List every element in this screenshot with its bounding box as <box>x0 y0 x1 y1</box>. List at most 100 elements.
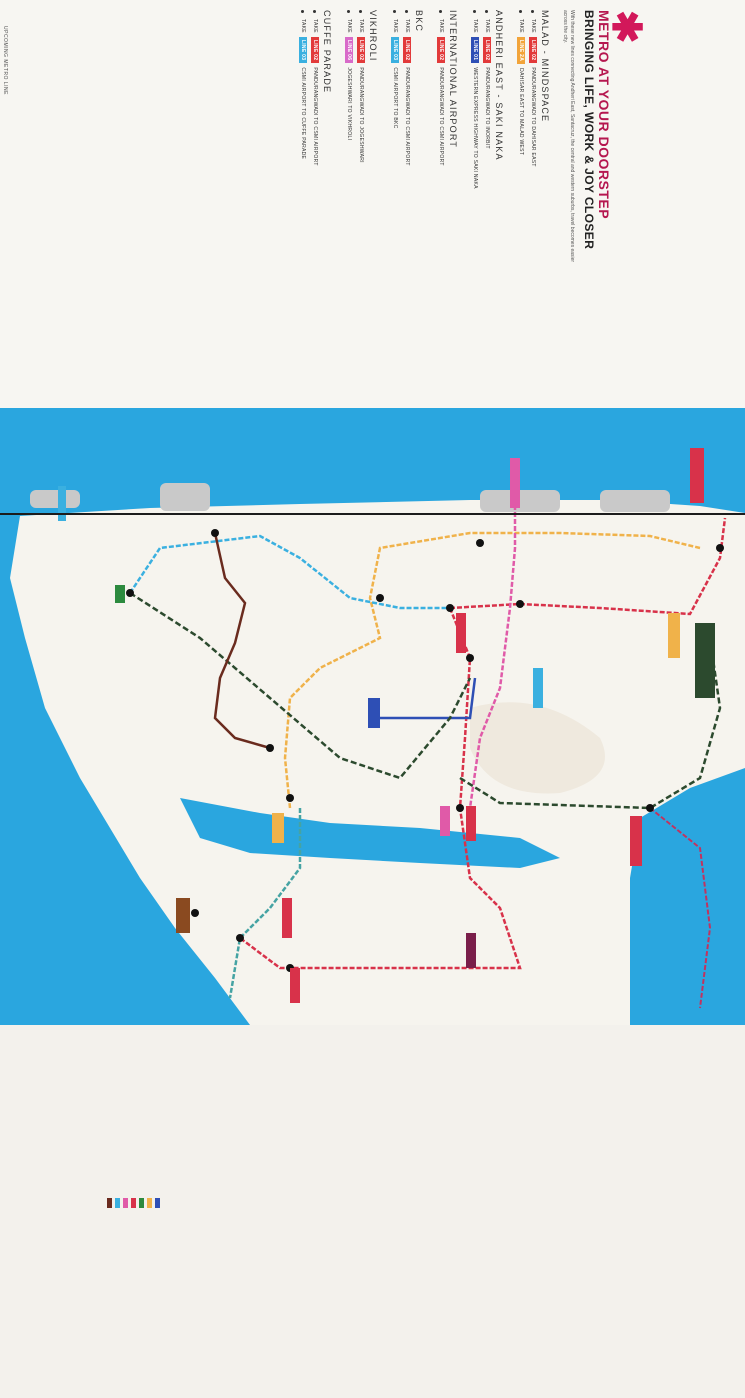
line-green-dark-east <box>459 637 722 810</box>
route-row: TAKE LINE 02 PANDURANGWADI TO CSMI AIRPORT <box>401 10 413 400</box>
take-label: TAKE <box>518 19 524 33</box>
destination-title: INTERNATIONAL AIRPORT <box>448 10 458 149</box>
destination-title: BKC <box>414 10 424 33</box>
legend-row <box>114 1198 122 1398</box>
take-label: TAKE <box>438 19 444 33</box>
route-row: TAKE LINE 06 JOGESHWARI TO VIKHROLI <box>343 10 355 400</box>
legend-row <box>138 1198 146 1398</box>
destination-block: ANDHERI EAST - SAKI NAKA TAKE LINE 02 PANDU… <box>469 10 505 400</box>
route-text: JOGESHWARI TO VIKHROLI <box>346 67 352 141</box>
station-dot <box>376 594 384 602</box>
station-dot <box>286 794 294 802</box>
route-text: PANDURANGWADI TO CSMI AIRPORT <box>312 67 318 166</box>
take-label: TAKE <box>472 19 478 33</box>
grey-block-4 <box>30 490 80 508</box>
bullet-icon <box>439 10 443 13</box>
station-tag-red-6 <box>290 968 300 1003</box>
grey-block-3 <box>600 490 670 512</box>
destination-title: MALAD - MINDSPACE <box>540 10 550 123</box>
station-tag-red-4 <box>630 816 642 866</box>
bullet-icon <box>301 10 305 13</box>
station-tag-red-3 <box>466 806 476 841</box>
station-tag-darkgreen <box>695 623 715 698</box>
take-label: TAKE <box>358 19 364 33</box>
station-dot <box>236 934 244 942</box>
station-tag-blue <box>368 698 380 728</box>
legend-row <box>146 1198 154 1398</box>
legend-row <box>106 1198 114 1398</box>
intro-text: With these new lines connecting Andheri … <box>562 10 575 263</box>
bullet-icon <box>359 10 363 13</box>
line-badge: LINE 06 <box>345 36 353 64</box>
destination-block: INTERNATIONAL AIRPORT TAKE LINE 02 PANDURAN… <box>435 10 459 400</box>
station-tag-orange-2 <box>272 813 284 843</box>
station-dot <box>516 600 524 608</box>
legend-chip <box>139 1198 145 1208</box>
legend-row <box>154 1198 162 1398</box>
station-dot <box>476 539 484 547</box>
route-row: TAKE LINE 02 PANDURANGWADI TO CSMI AIRPORT <box>435 10 447 400</box>
take-label: TAKE <box>484 19 490 33</box>
route-text: PANDURANGWADI TO INORBIT <box>484 67 490 149</box>
route-text: CSMI AIRPORT TO CUFFE PARADE <box>300 67 306 160</box>
line-badge: LINE 2A <box>517 36 525 65</box>
info-panel-content: ✱ METRO AT YOUR DOORSTEP BRINGING LIFE, … <box>297 10 648 400</box>
station-tag-green <box>115 585 125 603</box>
station-dot <box>716 544 724 552</box>
take-label: TAKE <box>300 19 306 33</box>
side-note: UPCOMING METRO LINE <box>2 26 8 95</box>
line-cyan <box>128 534 450 610</box>
line-badge: LINE 02 <box>311 36 319 64</box>
grey-block-1 <box>160 483 210 511</box>
metro-map-svg <box>0 408 745 1025</box>
route-text: PANDURANGWADI TO CSMI AIRPORT <box>438 67 444 166</box>
park-area <box>470 702 605 794</box>
line-red-south <box>239 607 522 970</box>
route-text: DAHISAR EAST TO MALAD WEST <box>518 68 524 156</box>
bullet-icon <box>393 10 397 13</box>
station-tag-red-2 <box>456 613 466 653</box>
line-badge: LINE 02 <box>483 36 491 64</box>
bullet-icon <box>313 10 317 13</box>
legend-content <box>106 1198 162 1398</box>
route-row: TAKE LINE 02 PANDURANGWADI TO INORBIT <box>481 10 493 400</box>
station-tag-orange <box>668 613 680 658</box>
line-blue <box>380 677 477 720</box>
line-badge: LINE 01 <box>471 36 479 64</box>
bullet-icon <box>347 10 351 13</box>
route-text: PANDURANGWADI TO CSMI AIRPORT <box>404 67 410 166</box>
station-dot <box>466 654 474 662</box>
station-dot <box>446 604 454 612</box>
line-teal <box>228 808 302 999</box>
destination-block: BKC TAKE LINE 02 PANDURANGWADI TO CSMI AIRP… <box>389 10 425 400</box>
route-text: CSMI AIRPORT TO BKC <box>392 67 398 129</box>
line-orange <box>283 531 701 809</box>
take-label: TAKE <box>404 19 410 33</box>
bullet-icon <box>519 10 523 13</box>
line-badge: LINE 02 <box>437 36 445 64</box>
legend-chip <box>155 1198 161 1208</box>
destination-title: VIKHROLI <box>368 10 378 62</box>
station-tag-pink-2 <box>440 806 450 836</box>
info-panel: ✱ METRO AT YOUR DOORSTEP BRINGING LIFE, … <box>0 0 745 410</box>
station-tag-cyan <box>58 486 66 521</box>
station-dot <box>191 909 199 917</box>
line-magenta-east <box>649 807 712 1009</box>
station-tag-red-5 <box>282 898 292 938</box>
station-dot <box>211 529 219 537</box>
take-label: TAKE <box>346 19 352 33</box>
route-text: PANDURANGWADI TO JOGESHWARI <box>358 67 364 163</box>
landmass <box>10 500 745 1025</box>
route-row: TAKE LINE 2A DAHISAR EAST TO MALAD WEST <box>515 10 527 400</box>
line-brown <box>213 532 271 750</box>
take-label: TAKE <box>530 19 536 33</box>
take-label: TAKE <box>312 19 318 33</box>
destination-title: ANDHERI EAST - SAKI NAKA <box>494 10 504 161</box>
line-badge: LINE 02 <box>403 36 411 64</box>
station-tag-red <box>690 448 704 503</box>
